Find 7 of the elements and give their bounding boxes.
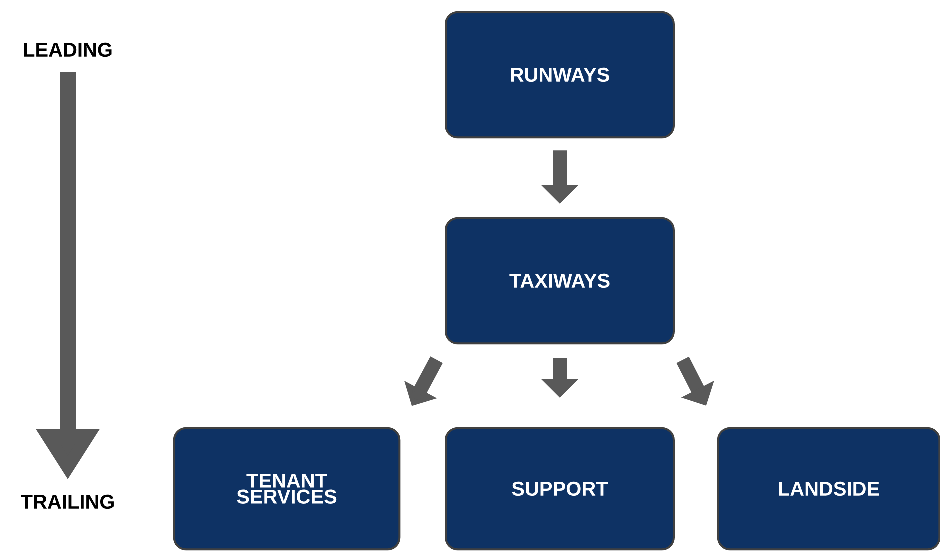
process-box: RUNWAYS xyxy=(445,11,675,139)
process-box: TENANT SERVICES xyxy=(173,427,401,551)
process-box: SUPPORT xyxy=(445,427,675,551)
axis-label: LEADING xyxy=(24,42,112,58)
process-box: LANDSIDE xyxy=(717,427,940,551)
process-box: TAXIWAYS xyxy=(445,217,675,345)
axis-label: TRAILING xyxy=(21,494,114,510)
